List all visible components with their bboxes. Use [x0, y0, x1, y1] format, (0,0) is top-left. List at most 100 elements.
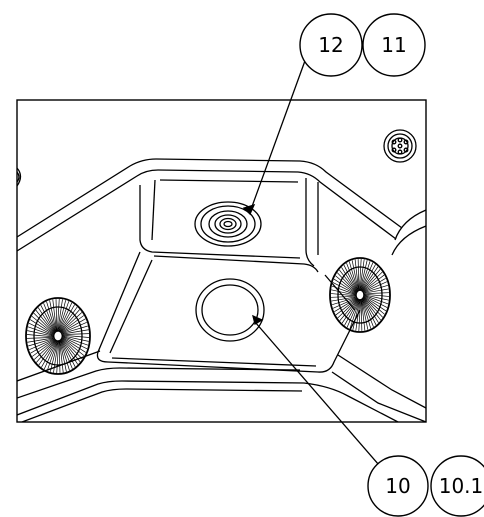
- knurl-ridge: [60, 318, 86, 334]
- knurl-ridge: [362, 284, 389, 294]
- knurl-ridge: [334, 297, 358, 313]
- knurl-ridge: [52, 299, 57, 333]
- knurl-ridge: [59, 309, 80, 333]
- knurl-ridge: [53, 340, 59, 373]
- knurl-ridge: [362, 281, 388, 293]
- knurl-ridge: [330, 293, 357, 297]
- knob-right: [329, 257, 391, 333]
- connector-icon: [383, 129, 417, 163]
- knurl-ridge: [56, 340, 60, 373]
- knurl-ridge: [36, 339, 57, 363]
- right-edge-curve: [394, 209, 426, 241]
- tray-outline: [17, 158, 426, 422]
- knurl-ridge: [43, 340, 58, 370]
- knurl-ridge: [346, 262, 359, 293]
- knurl-ridge: [360, 298, 366, 331]
- knurl-ridge: [363, 295, 387, 312]
- knurl-ridge: [362, 277, 386, 293]
- knurl-ridge: [60, 322, 87, 334]
- knurl-ridge: [355, 299, 361, 331]
- knurl-ridge: [33, 339, 57, 360]
- knurl-ridge: [27, 326, 55, 337]
- knurl-ridge: [363, 295, 388, 308]
- knurl-ridge: [360, 264, 376, 292]
- leader-line-12: [249, 57, 307, 213]
- knurl-ridge: [361, 297, 374, 328]
- knurl-ridge: [339, 298, 359, 321]
- knurl-ridge: [58, 340, 61, 373]
- knurl-ridge: [331, 295, 357, 298]
- knurl-ridge: [61, 333, 89, 336]
- knurl-ridge: [363, 293, 390, 297]
- knurl-ridge: [61, 335, 89, 342]
- left-partial-feature: [17, 167, 22, 187]
- knurl-ridge: [61, 325, 88, 335]
- knurl-ridge: [59, 312, 83, 333]
- knurl-ridge: [338, 269, 358, 294]
- knurl-ridge: [59, 339, 70, 371]
- callout-10: 10: [367, 455, 429, 517]
- knurl-ridge: [58, 304, 75, 333]
- knurl-ridge: [335, 275, 358, 294]
- knurl-ridge: [346, 298, 360, 328]
- knurl-ridge: [331, 296, 358, 302]
- upper-port: [194, 201, 262, 247]
- knurl-ridge: [336, 272, 358, 294]
- knurl-ridge: [361, 266, 379, 292]
- knurl-ridge: [28, 322, 55, 336]
- knurl-ridge: [27, 336, 55, 339]
- knurl-ridge: [363, 294, 389, 305]
- knurl-ridge: [362, 297, 379, 323]
- knurl-ridge: [28, 337, 55, 347]
- knurl-ridge: [361, 298, 372, 329]
- knurl-ridge: [49, 340, 59, 372]
- knurl-ridge: [46, 340, 58, 371]
- knurl-ridge: [60, 339, 73, 369]
- knurl-ridge: [357, 259, 360, 292]
- knurl-ridge: [60, 338, 76, 367]
- knurl-ridge: [29, 338, 56, 350]
- knurl-ridge: [61, 337, 83, 360]
- knurl-ridge: [59, 306, 78, 333]
- knurl-ridge: [337, 298, 359, 319]
- knurl-ridge: [362, 288, 389, 294]
- arrowhead-10: [252, 314, 264, 325]
- knurl-ridge: [354, 259, 360, 292]
- knurl-ridge: [60, 315, 85, 334]
- knurl-ridge: [59, 339, 64, 373]
- knurl-ridge: [41, 339, 58, 368]
- knurl-ridge: [31, 315, 55, 335]
- knurl-ridge: [58, 301, 70, 332]
- knurl-ridge: [341, 267, 358, 293]
- knurl-ridge: [362, 297, 377, 326]
- knurl-ridge: [55, 299, 58, 332]
- knurl-ridge: [40, 305, 56, 334]
- callout-10-1: 10.1: [430, 455, 484, 517]
- knurl-ridge: [333, 278, 357, 295]
- knurl-ridge: [27, 337, 55, 343]
- knurl-ridge: [60, 337, 81, 363]
- knurl-ridge: [57, 300, 67, 332]
- knurl-ridge: [335, 297, 359, 316]
- callout-label-11: 11: [381, 33, 406, 57]
- knurl-ridge: [360, 261, 371, 291]
- knurl-ridge: [358, 259, 362, 291]
- knurl-ridge: [58, 302, 73, 332]
- knurl-ridge: [331, 289, 357, 296]
- knurl-ridge: [343, 264, 358, 293]
- knurl-ridge: [61, 335, 89, 346]
- knurl-ridge: [361, 269, 381, 292]
- knob-left: [25, 297, 91, 375]
- knurl-ridge: [60, 338, 79, 365]
- knurl-ridge: [348, 261, 359, 292]
- knurl-ridge: [61, 336, 86, 353]
- knurl-ridge: [59, 339, 67, 372]
- knurl-ridge: [30, 319, 55, 336]
- knurl-ridge: [35, 309, 56, 335]
- knurl-ridge: [27, 330, 55, 337]
- arrowhead-12: [242, 203, 256, 216]
- knurl-ridge: [33, 312, 55, 335]
- knurl-ridge: [56, 299, 60, 332]
- knurl-ridge: [43, 303, 56, 333]
